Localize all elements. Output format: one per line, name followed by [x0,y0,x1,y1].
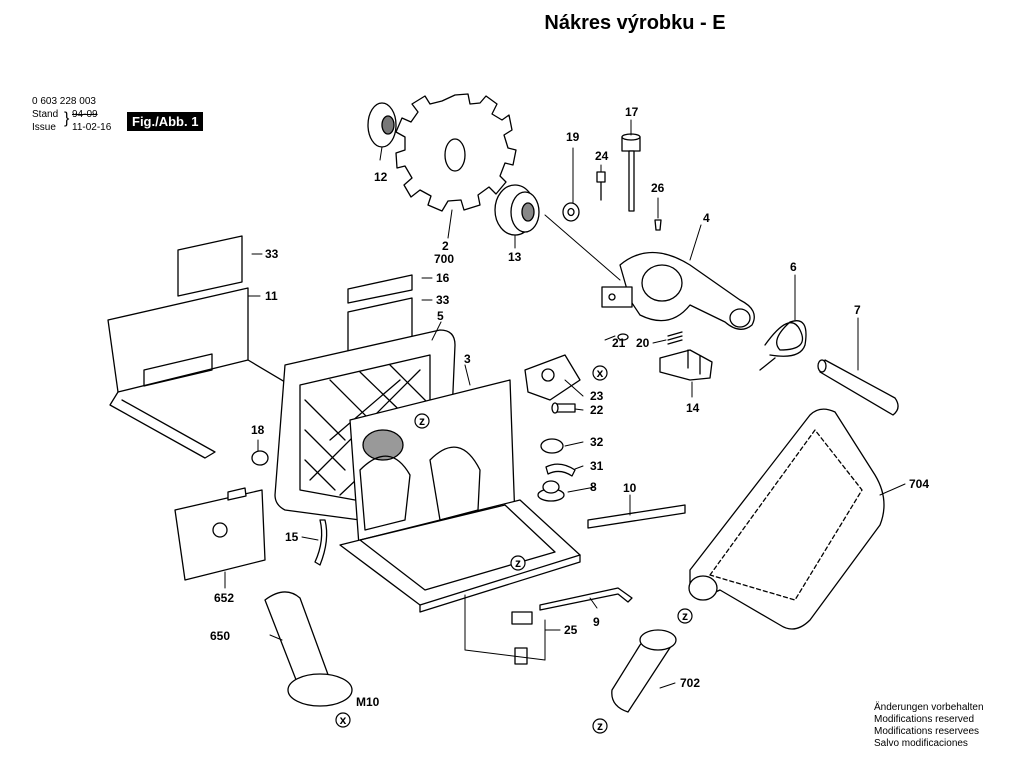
part-702-tube [611,629,677,713]
circle-markers [335,365,693,734]
callout-19: 19 [566,130,580,144]
part-20-spring [667,331,683,345]
figure-label: Fig./Abb. 1 [127,112,204,131]
callout-8: 8 [590,480,597,494]
callout-32: 32 [590,435,604,449]
callout-702: 702 [680,676,700,690]
part-17-long-screw [621,133,641,212]
callout-4: 4 [703,211,710,225]
callout-16: 16 [436,271,450,285]
modifications-note: Änderungen vorbehalten Modifications res… [874,702,984,750]
part-19-star-washer [562,202,580,222]
document-meta: 0 603 228 003 Stand Issue } 94-09 11-02-… [32,95,111,134]
callout-11: 11 [265,289,278,303]
part-33-label-top [177,235,243,297]
callout-10: 10 [623,481,637,495]
part-23-bracket [524,354,581,401]
part-13-flange [494,184,540,236]
marker-z-1: z [419,414,425,428]
callout-22: 22 [590,403,604,417]
callout-2: 2 [442,239,449,253]
marker-x-2: x [340,713,347,727]
stand-value: 94-09 [72,109,98,120]
leader-lines [224,119,906,689]
part-10-strip [587,504,686,529]
callout-25: 25 [564,623,578,637]
part-4-arm [601,252,755,330]
part-11-fence [107,287,291,459]
part-16-plate [347,274,413,304]
callout-33-top: 33 [265,247,279,261]
part-24-screw [596,171,606,201]
callout-18: 18 [251,423,265,437]
callout-26: 26 [651,181,665,195]
issue-value: 11-02-16 [72,122,112,133]
callout-m10: M10 [356,695,380,709]
marker-z-4: z [597,719,603,733]
callout-15: 15 [285,530,299,544]
part-15-hose-bit [314,519,328,566]
part-652-cover [174,487,266,581]
callout-17: 17 [625,105,639,119]
part-26-pin [654,219,662,231]
stand-label: Stand [32,109,59,120]
part-7-pin [817,359,899,416]
part-21-nut [617,333,629,341]
callout-31: 31 [590,459,604,473]
part-25-clamp [511,611,533,665]
note-line: Salvo modificaciones [874,738,968,749]
part-8-bushing [537,480,565,502]
callout-13: 13 [508,250,522,264]
callout-7: 7 [854,303,861,317]
callout-23: 23 [590,389,604,403]
callout-33-mid: 33 [436,293,450,307]
page-title: Nákres výrobku - E [544,12,726,34]
marker-x-1: x [597,366,604,380]
callout-650: 650 [210,629,230,643]
issue-label: Issue [32,122,56,133]
marker-z-2: z [515,556,521,570]
part-14-clip [659,349,713,381]
marker-z-3: z [682,609,688,623]
base-housing [339,499,581,613]
part-6-spring [759,320,807,371]
callout-3: 3 [464,352,471,366]
callout-20: 20 [636,336,650,350]
part-22-screw [551,402,576,414]
part-32-washer [540,438,564,454]
note-line: Modifications reservees [874,726,980,737]
part-18-knob [251,450,269,466]
part-704-dust-bag [688,408,885,630]
callout-5: 5 [437,309,444,323]
part-2-saw-blade [395,93,517,212]
callout-12: 12 [374,170,388,184]
callout-704: 704 [909,477,929,491]
note-line: Modifications reserved [874,714,975,725]
callout-21: 21 [612,336,626,350]
axis-line [544,214,621,281]
note-line: Änderungen vorbehalten [874,702,984,713]
part-number: 0 603 228 003 [32,96,96,107]
part-12-flange [367,102,397,148]
part-650-handle [264,591,353,707]
callout-14: 14 [686,401,700,415]
callout-652: 652 [214,591,234,605]
part-31-spring-clip [545,463,576,477]
callout-9: 9 [593,615,600,629]
callout-24: 24 [595,149,609,163]
brace-glyph: } [64,110,70,127]
callout-6: 6 [790,260,797,274]
part-9-hex-key [539,587,633,611]
callout-700: 700 [434,252,454,266]
